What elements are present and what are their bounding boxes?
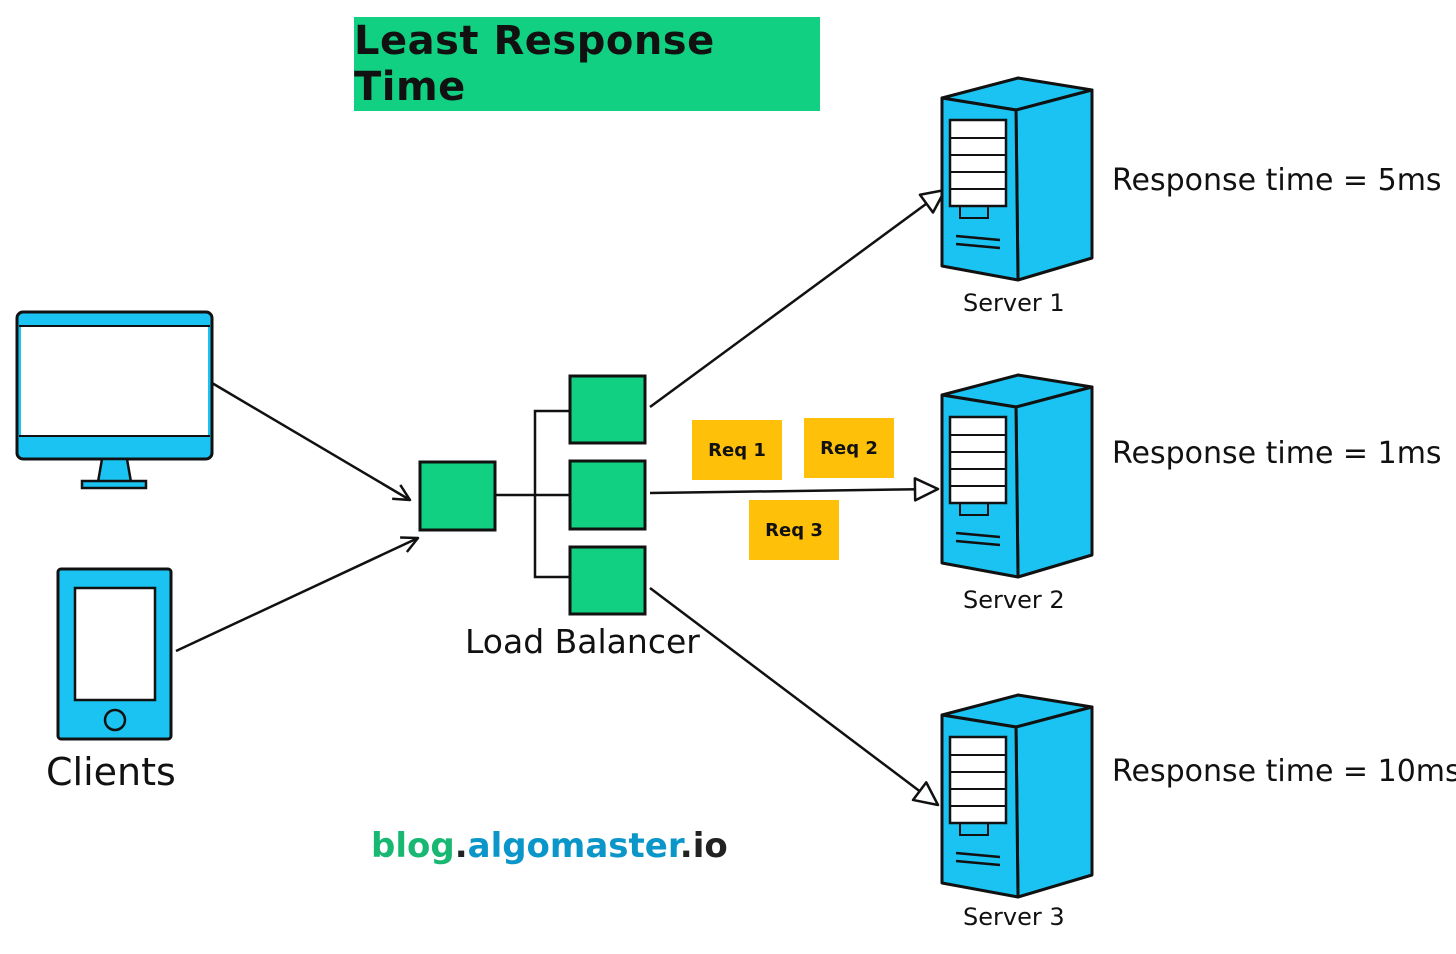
brand-dot-1: . [454, 826, 468, 866]
brand-part-io: io [692, 826, 728, 866]
server-2-label: Server 2 [963, 586, 1065, 614]
server-tower-icon-1 [940, 76, 1094, 282]
brand-part-blog: blog [371, 826, 455, 866]
clients-label: Clients [46, 750, 176, 794]
load-balancer-icon [418, 374, 647, 616]
desktop-monitor-icon [15, 310, 214, 490]
server-tower-icon-2 [940, 373, 1094, 579]
title-banner: Least Response Time [354, 17, 820, 111]
request-note-2-label: Req 2 [820, 437, 878, 459]
server-1-response-time: Response time = 5ms [1112, 163, 1442, 198]
server-1-label: Server 1 [963, 289, 1065, 317]
diagram-title: Least Response Time [354, 18, 715, 110]
request-note-3: Req 3 [749, 500, 839, 560]
lb-to-server3-arrow [649, 587, 940, 807]
brand-dot-2: . [679, 826, 693, 866]
brand-part-algomaster: algomaster [467, 826, 680, 866]
lb-to-server1-arrow [649, 188, 947, 409]
server-2-response-time: Response time = 1ms [1112, 436, 1442, 471]
server-tower-icon-3 [940, 693, 1094, 899]
request-note-3-label: Req 3 [765, 519, 823, 541]
server-3-response-time: Response time = 10ms [1112, 754, 1456, 789]
load-balancer-label: Load Balancer [465, 622, 700, 661]
phone-to-lb-arrow [175, 536, 420, 653]
watermark-brand: blog.algomaster.io [371, 826, 728, 866]
request-note-1: Req 1 [692, 420, 782, 480]
lb-to-server2-arrow [649, 477, 940, 502]
request-note-1-label: Req 1 [708, 439, 766, 461]
server-3-label: Server 3 [963, 903, 1065, 931]
mobile-phone-icon [56, 567, 173, 741]
request-note-2: Req 2 [804, 418, 894, 478]
desktop-to-lb-arrow [211, 381, 412, 502]
